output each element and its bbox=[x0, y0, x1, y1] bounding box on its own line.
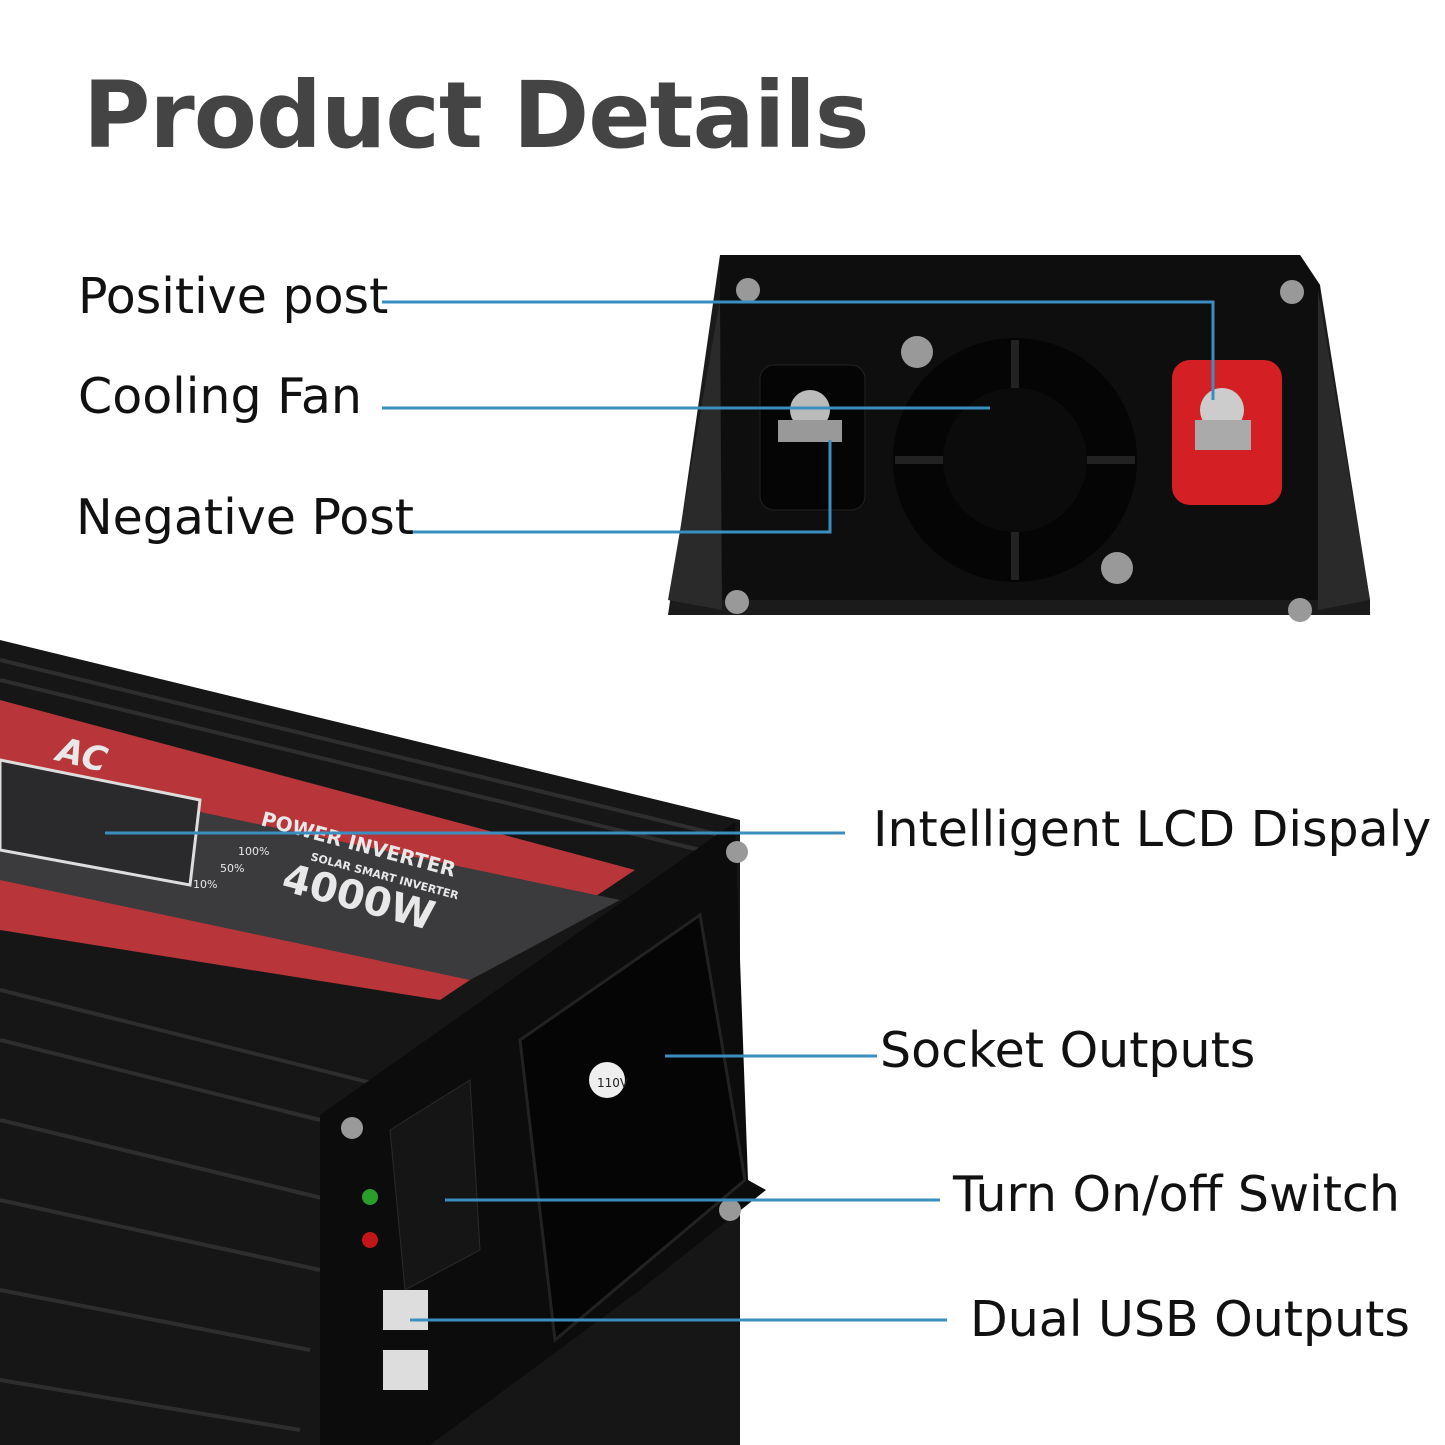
negative-post-icon bbox=[759, 364, 866, 511]
callout-switch: Turn On/off Switch bbox=[953, 1166, 1400, 1223]
voltage-badge: 110V bbox=[597, 1076, 629, 1090]
red-led-icon bbox=[362, 1232, 378, 1248]
level-50: 50% bbox=[220, 862, 244, 875]
callout-cooling-fan: Cooling Fan bbox=[78, 368, 362, 425]
inverter-rear-view bbox=[668, 255, 1370, 622]
usb-port-2 bbox=[383, 1350, 428, 1390]
callout-usb-outputs: Dual USB Outputs bbox=[970, 1291, 1410, 1348]
power-switch bbox=[389, 1079, 481, 1291]
screw-icons bbox=[725, 278, 1312, 622]
callout-negative-post: Negative Post bbox=[76, 489, 414, 546]
leader-lines bbox=[105, 300, 1215, 1322]
callout-positive-post: Positive post bbox=[78, 268, 389, 325]
level-100: 100% bbox=[238, 845, 269, 858]
positive-post-icon bbox=[1172, 360, 1282, 505]
callout-lcd-display: Intelligent LCD Dispaly bbox=[873, 801, 1432, 858]
callout-socket-outputs: Socket Outputs bbox=[880, 1022, 1256, 1079]
usb-port-1 bbox=[383, 1290, 428, 1330]
cooling-fan-icon bbox=[893, 338, 1137, 582]
ac-socket bbox=[518, 912, 747, 1343]
inverter-front-view: AC POWER INVERTER SOLAR SMART INVERTER 4… bbox=[0, 640, 766, 1445]
lcd-screen bbox=[0, 758, 202, 887]
green-led-icon bbox=[362, 1189, 378, 1205]
page-title: Product Details bbox=[83, 62, 870, 169]
level-10: 10% bbox=[193, 878, 217, 891]
